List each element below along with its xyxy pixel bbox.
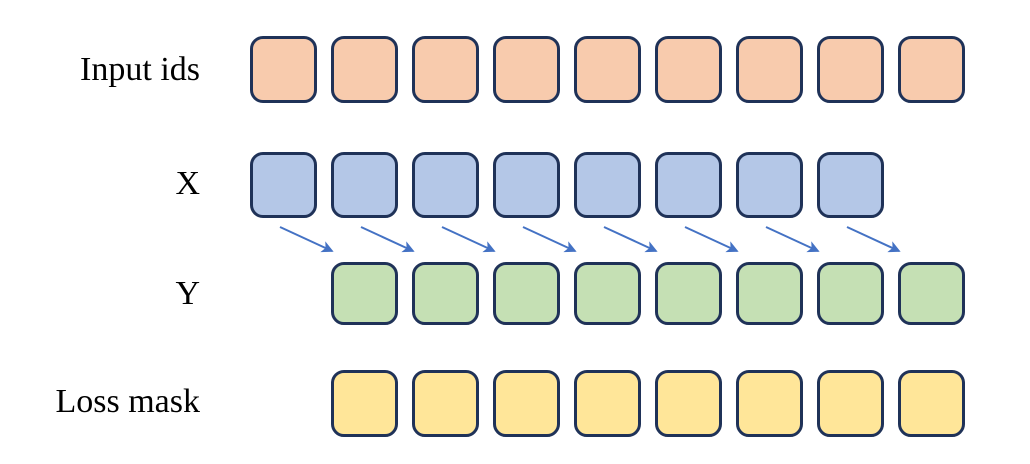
cell-y-3: [493, 262, 560, 325]
shift-arrow-4: [522, 226, 577, 253]
cell-y-6: [736, 262, 803, 325]
cell-loss-mask-3: [493, 370, 560, 437]
cell-x-4: [493, 152, 560, 218]
cell-loss-mask-2: [412, 370, 479, 437]
cell-y-5: [655, 262, 722, 325]
cell-x-3: [412, 152, 479, 218]
cell-x-5: [574, 152, 641, 218]
shift-arrow-1: [279, 226, 334, 253]
cell-input-ids-3: [412, 36, 479, 103]
cell-x-8: [817, 152, 884, 218]
cell-loss-mask-1: [331, 370, 398, 437]
cell-input-ids-7: [736, 36, 803, 103]
cell-input-ids-1: [250, 36, 317, 103]
cell-loss-mask-8: [898, 370, 965, 437]
cell-loss-mask-5: [655, 370, 722, 437]
cell-y-4: [574, 262, 641, 325]
shift-arrow-5: [603, 226, 658, 253]
row-label-input-ids: Input ids: [80, 51, 200, 88]
cell-input-ids-5: [574, 36, 641, 103]
cell-x-1: [250, 152, 317, 218]
cell-y-8: [898, 262, 965, 325]
cell-loss-mask-6: [736, 370, 803, 437]
cell-input-ids-2: [331, 36, 398, 103]
cell-y-1: [331, 262, 398, 325]
shift-arrow-8: [846, 226, 901, 253]
cell-loss-mask-7: [817, 370, 884, 437]
row-label-loss-mask: Loss mask: [55, 383, 201, 420]
shift-arrow-6: [684, 226, 739, 253]
shift-arrow-2: [360, 226, 415, 253]
cell-y-2: [412, 262, 479, 325]
cell-y-7: [817, 262, 884, 325]
cell-loss-mask-4: [574, 370, 641, 437]
cell-input-ids-9: [898, 36, 965, 103]
shift-arrow-3: [441, 226, 496, 253]
row-label-y: Y: [175, 275, 200, 312]
cell-x-7: [736, 152, 803, 218]
cell-x-2: [331, 152, 398, 218]
row-label-x: X: [175, 165, 200, 202]
cell-input-ids-6: [655, 36, 722, 103]
cell-input-ids-8: [817, 36, 884, 103]
cell-input-ids-4: [493, 36, 560, 103]
cell-x-6: [655, 152, 722, 218]
shift-arrow-7: [765, 226, 820, 253]
